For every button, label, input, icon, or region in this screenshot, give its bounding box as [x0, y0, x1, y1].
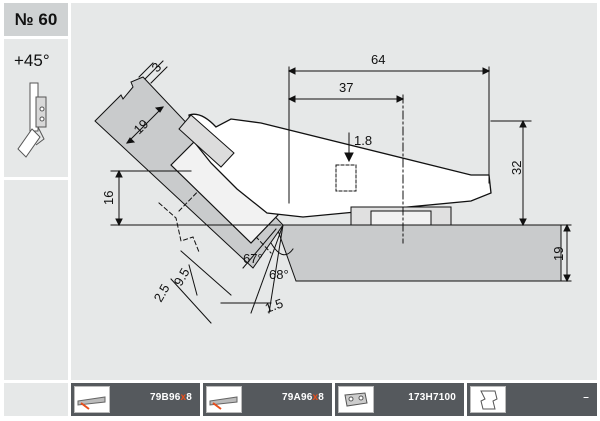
model-number: № 60: [14, 9, 58, 29]
part-item-2[interactable]: 79A96x8: [203, 383, 332, 416]
parts-footer: 79B96x8 79A96x8 173H7100 –: [0, 383, 600, 419]
model-number-badge: № 60: [4, 3, 68, 36]
left-column: № 60 +45°: [4, 3, 68, 380]
opening-angle-box: +45°: [4, 39, 68, 177]
dim-9-5-label: 9.5: [171, 265, 193, 288]
hinge-technical-drawing: 64 37 32 19 16 19 3 1.8 67° 68° 9.5 2.5 …: [94, 52, 572, 324]
dim-1-5-label: 1.5: [263, 296, 285, 316]
angle-68-label: 68°: [269, 267, 289, 282]
hinge-arm: [188, 113, 492, 218]
part-number-4: –: [583, 392, 589, 403]
footer-blank-cell: [4, 383, 68, 416]
dim-64-label: 64: [371, 52, 385, 67]
dim-1-8-label: 1.8: [354, 133, 372, 148]
part-number-1: 79B96x8: [150, 392, 192, 403]
part-number-2: 79A96x8: [282, 392, 324, 403]
clip-plate-icon: [338, 386, 374, 413]
hinge-cup: [170, 134, 279, 244]
hinge-thumbnail-icon: [17, 82, 47, 158]
cover-cap-icon: [470, 386, 506, 413]
dim-32-label: 32: [509, 161, 524, 175]
part-item-4[interactable]: –: [467, 383, 597, 416]
mounting-plate-icon: [74, 386, 110, 413]
part-item-3[interactable]: 173H7100: [335, 383, 464, 416]
opening-angle-label: +45°: [14, 51, 50, 70]
dim-37-label: 37: [339, 80, 353, 95]
mounting-plate-icon: [206, 386, 242, 413]
dim-16-label: 16: [101, 191, 116, 205]
left-empty-panel: [4, 180, 68, 380]
angle-67-label: 67°: [243, 251, 263, 266]
dim-19-panel-label: 19: [551, 247, 566, 261]
part-number-3: 173H7100: [408, 392, 456, 403]
part-item-1[interactable]: 79B96x8: [71, 383, 200, 416]
dim-2-5-label: 2.5: [151, 281, 173, 304]
cabinet-panel: [275, 224, 562, 282]
